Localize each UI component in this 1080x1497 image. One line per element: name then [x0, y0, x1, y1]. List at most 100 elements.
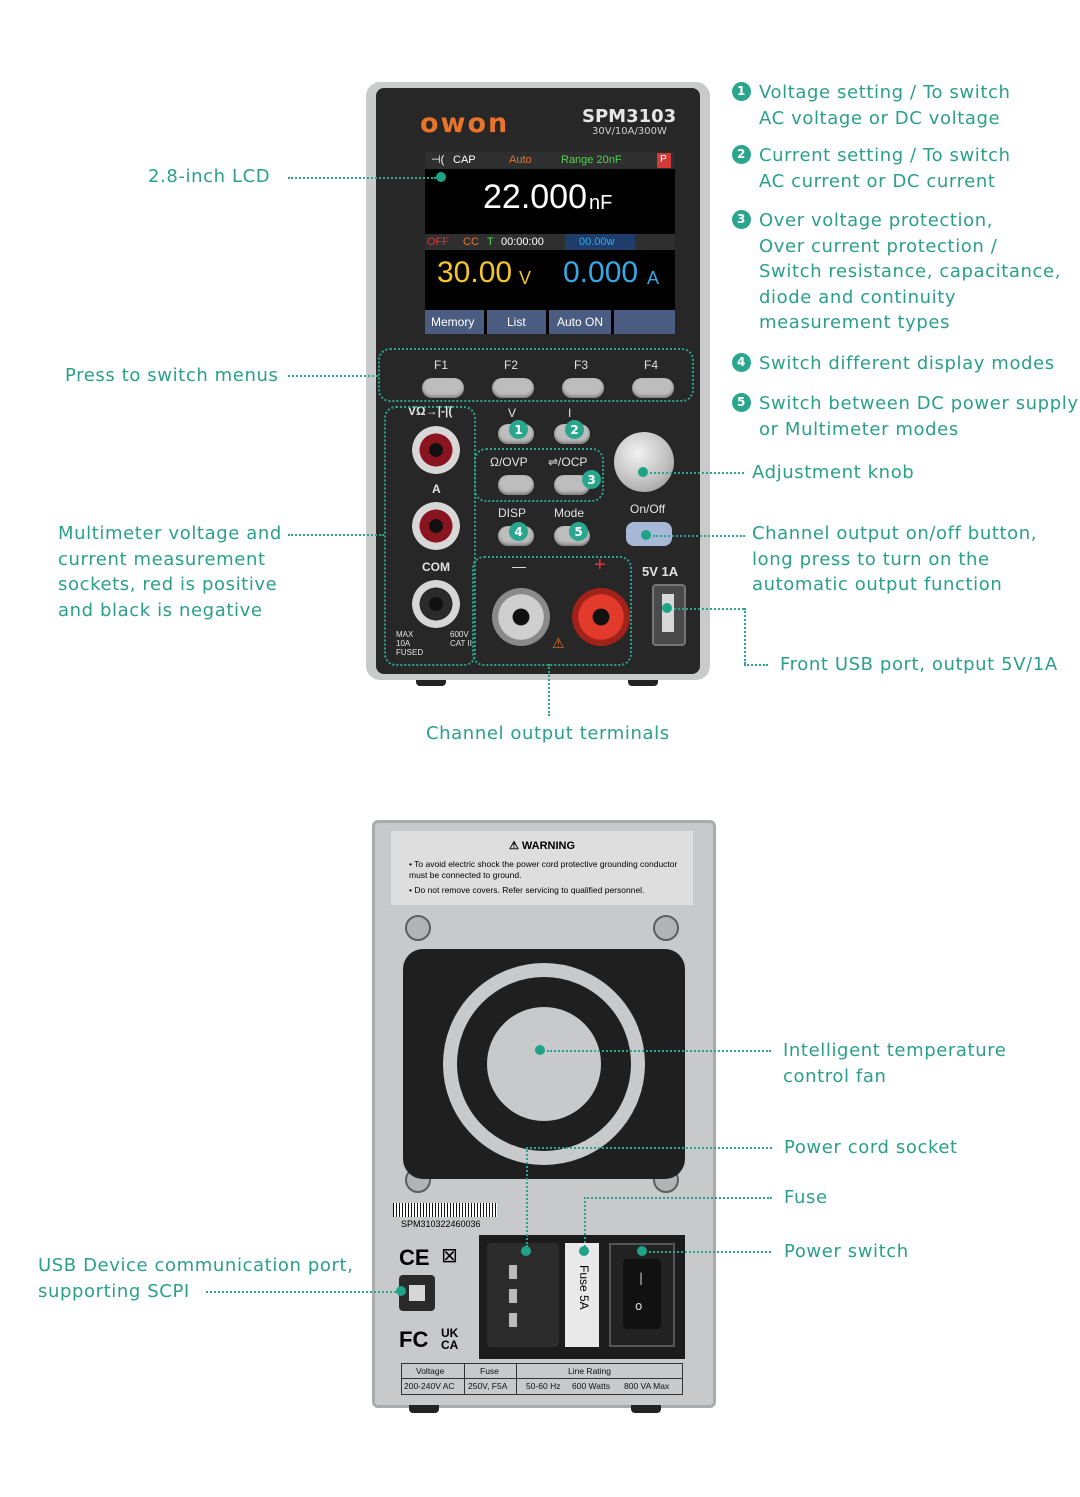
lcd-mode-icon: ⊣( [431, 154, 445, 166]
usb-device-callout-line-1: USB Device communication port, [38, 1255, 354, 1276]
usb-callout: Front USB port, output 5V/1A [780, 654, 1058, 675]
ocp-label: ⇌/OCP [548, 455, 588, 469]
badge-1-icon: 1 [509, 420, 528, 439]
lcd-auto: Auto [509, 154, 532, 166]
ukca-mark: UK CA [441, 1326, 459, 1352]
onoff-callout: Channel output on/off button, long press… [752, 521, 1037, 598]
fan-callout-line-2: control fan [783, 1065, 887, 1087]
i-label: I [568, 406, 572, 420]
adjustment-knob[interactable] [614, 432, 674, 492]
badge-3-icon: 3 [582, 470, 601, 489]
cat-label: 600V CAT II [450, 630, 472, 648]
a-socket-label: A [432, 482, 441, 496]
rating-header-line: Line Rating [568, 1366, 612, 1376]
lcd-voltage-unit: V [519, 268, 532, 288]
onoff-callout-line-2: long press to turn on the [752, 548, 990, 570]
fan-callout: Intelligent temperature control fan [783, 1038, 1006, 1089]
callout-1-line-1: Voltage setting / To switch [759, 82, 1011, 103]
model-name: SPM3103 [582, 106, 677, 127]
callout-3-badge-icon: 3 [732, 210, 751, 229]
callout-3-line-5: measurement types [759, 312, 951, 333]
front-usb-port[interactable] [652, 584, 686, 646]
f2-button[interactable] [492, 378, 534, 398]
front-panel: owon SPM3103 30V/10A/300W ⊣( CAP Auto Ra… [366, 82, 710, 686]
sockets-callout-line-4: and black is negative [58, 599, 263, 621]
rating-freq: 50-60 Hz [526, 1381, 561, 1391]
lcd-timer: 00:00:00 [501, 236, 544, 248]
negative-output-terminal[interactable] [492, 588, 550, 646]
callout-5-badge-icon: 5 [732, 393, 751, 412]
fan-grille [403, 949, 685, 1179]
lcd-power: 00.00w [579, 236, 615, 248]
rating-table: Voltage Fuse Line Rating 200-240V AC 250… [401, 1363, 683, 1395]
callout-3: 3 Over voltage protection, Over current … [732, 208, 1061, 336]
callout-3-line-1: Over voltage protection, [759, 210, 994, 231]
a-socket[interactable] [412, 502, 460, 550]
fc-mark: FC [399, 1327, 429, 1352]
callout-2-badge-icon: 2 [732, 145, 751, 164]
badge-4-icon: 4 [509, 522, 528, 541]
lcd-menu-empty[interactable] [614, 310, 675, 334]
fkeys-group-outline [378, 348, 694, 402]
rating-header-fuse: Fuse [480, 1366, 499, 1376]
f2-label: F2 [504, 358, 519, 372]
lcd-current-unit: A [647, 268, 660, 288]
usb-device-callout: USB Device communication port, supportin… [38, 1253, 354, 1304]
lcd-status-cc: CC [463, 236, 479, 248]
switch-off-icon: o [635, 1299, 643, 1313]
power-cord-socket[interactable] [487, 1243, 559, 1347]
fuse-holder[interactable]: Fuse 5A [565, 1243, 599, 1347]
usb-label: 5V 1A [642, 564, 679, 579]
screw-top-left-icon [405, 915, 431, 941]
onoff-callout-line-1: Channel output on/off button, [752, 523, 1038, 544]
sockets-callout-line-1: Multimeter voltage and [58, 523, 282, 544]
knob-callout: Adjustment knob [752, 462, 915, 483]
ce-mark: CE [399, 1245, 430, 1270]
f4-button[interactable] [632, 378, 674, 398]
lcd-menu-memory[interactable]: Memory [425, 310, 484, 334]
rating-voltage: 200-240V AC [404, 1381, 455, 1391]
weee-icon: ⊠ [441, 1243, 458, 1267]
callout-1-badge-icon: 1 [732, 82, 751, 101]
f1-button[interactable] [422, 378, 464, 398]
lcd-menu-auto-on[interactable]: Auto ON [549, 310, 611, 334]
disp-label: DISP [498, 506, 527, 520]
callout-3-line-4: diode and continuity [759, 286, 957, 308]
warning-triangle-icon: ⚠ [552, 636, 565, 652]
warning-label: ⚠ WARNING • To avoid electric shock the … [391, 831, 693, 905]
callout-3-line-3: Switch resistance, capacitance, [759, 261, 1062, 282]
max-fused-label: MAX 10A FUSED [396, 630, 424, 657]
badge-2-icon: 2 [565, 420, 584, 439]
lcd-range: Range 20nF [561, 154, 622, 166]
f3-button[interactable] [562, 378, 604, 398]
badge-5-icon: 5 [569, 522, 588, 541]
power-switch[interactable]: | o [609, 1243, 675, 1347]
rating-va: 800 VA Max [624, 1381, 670, 1391]
callout-4: 4 Switch different display modes [732, 351, 1055, 377]
rating-watts: 600 Watts [572, 1381, 610, 1391]
front-panel-face: owon SPM3103 30V/10A/300W ⊣( CAP Auto Ra… [376, 88, 700, 674]
onoff-callout-line-3: automatic output function [752, 574, 1003, 595]
ocp-button[interactable] [554, 475, 590, 495]
callout-2-line-2: AC current or DC current [759, 170, 996, 192]
ovp-button[interactable] [498, 475, 534, 495]
lcd-mode: CAP [453, 154, 476, 166]
plus-terminal-label: + [594, 554, 606, 576]
callout-4-text: Switch different display modes [759, 353, 1055, 374]
warning-title: WARNING [521, 840, 576, 852]
lcd-status-off: OFF [427, 236, 449, 248]
positive-output-terminal[interactable] [572, 588, 630, 646]
callout-3-line-2: Over current protection / [759, 235, 998, 257]
rating-fuse: 250V, F5A [468, 1381, 508, 1391]
lcd-current: 0.000 [563, 256, 639, 289]
vohm-socket[interactable] [412, 426, 460, 474]
callout-5-line-2: or Multimeter modes [759, 418, 959, 440]
sockets-callout-line-3: sockets, red is positive [58, 574, 278, 595]
sockets-callout-line-2: current measurement [58, 548, 266, 570]
terminals-callout: Channel output terminals [426, 723, 670, 744]
com-socket[interactable] [412, 580, 460, 628]
lcd-menu-list[interactable]: List [487, 310, 546, 334]
callout-4-badge-icon: 4 [732, 353, 751, 372]
sockets-group-outline [384, 406, 476, 666]
